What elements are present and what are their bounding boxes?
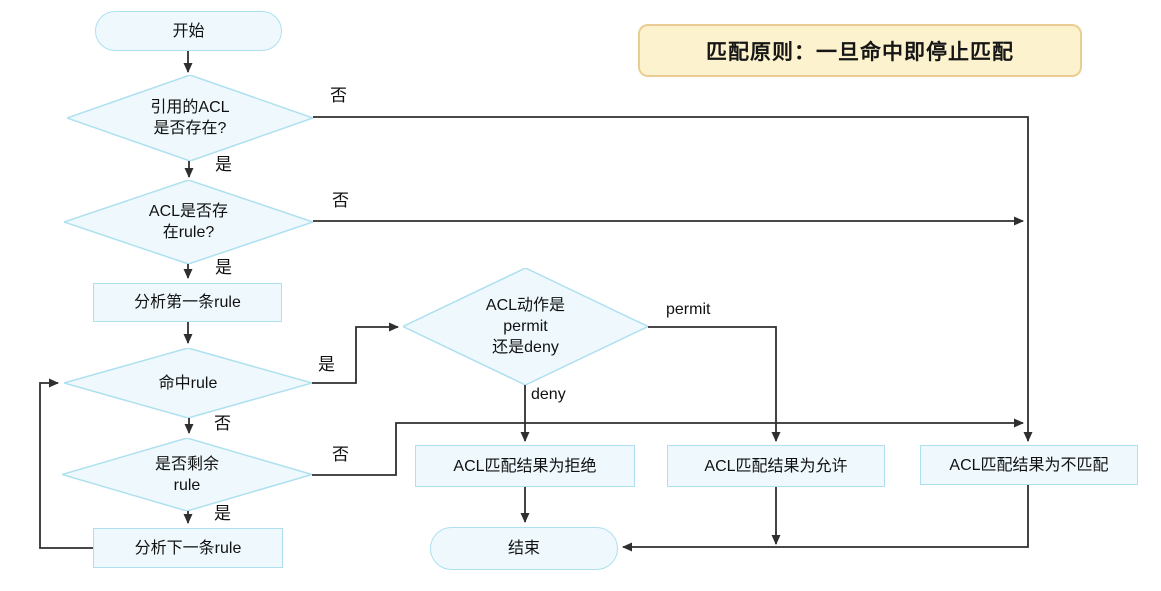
edge-d4-no-join	[312, 418, 1024, 476]
edge-r5-to-end	[622, 485, 1029, 552]
node-start: 开始	[95, 11, 282, 51]
edge-label-d2-no: 否	[332, 191, 349, 210]
node-analyze-first-rule: 分析第一条rule	[93, 283, 282, 322]
diamond-shape	[62, 438, 312, 511]
diamond-shape	[67, 75, 313, 161]
edge-label-d3-no: 否	[214, 414, 231, 433]
node-result-permit-label: ACL匹配结果为允许	[704, 457, 848, 475]
diamond-shape	[64, 348, 312, 418]
edge-r2-loop-to-d3	[39, 378, 93, 549]
principle-banner-text: 匹配原则：一旦命中即停止匹配	[706, 40, 1014, 64]
node-decision-remaining-rule: 是否剩余 rule	[62, 438, 312, 511]
node-decision-has-rule: ACL是否存 在rule?	[64, 180, 313, 264]
node-decision-has-rule-label: ACL是否存 在rule?	[148, 203, 229, 241]
edge-label-d3-yes: 是	[318, 355, 335, 374]
edge-d5-permit-to-r4	[648, 326, 781, 442]
node-decision-remaining-rule-label: 是否剩余 rule	[154, 455, 219, 494]
node-end-label: 结束	[507, 540, 540, 557]
principle-banner: 匹配原则：一旦命中即停止匹配	[638, 24, 1082, 77]
node-result-deny: ACL匹配结果为拒绝	[415, 445, 635, 487]
node-decision-acl-exists: 引用的ACL 是否存在?	[67, 75, 313, 161]
edge-label-d4-yes: 是	[214, 504, 231, 523]
edge-label-d2-yes: 是	[215, 258, 232, 277]
edge-label-d4-no: 否	[332, 445, 349, 464]
node-result-no-match-label: ACL匹配结果为不匹配	[949, 456, 1109, 474]
node-decision-acl-exists-label: 引用的ACL 是否存在?	[150, 99, 230, 137]
node-analyze-first-rule-label: 分析第一条rule	[134, 294, 241, 311]
node-result-deny-label: ACL匹配结果为拒绝	[453, 457, 597, 475]
node-decision-action-label: ACL动作是 permit 还是deny	[485, 297, 566, 356]
edge-label-d1-no: 否	[330, 86, 347, 105]
node-decision-rule-hit-label: 命中rule	[158, 374, 218, 392]
node-decision-action-permit-deny: ACL动作是 permit 还是deny	[403, 268, 648, 385]
node-start-label: 开始	[172, 22, 205, 40]
node-end: 结束	[430, 527, 618, 570]
edge-label-d1-yes: 是	[215, 155, 232, 174]
node-result-permit: ACL匹配结果为允许	[667, 445, 885, 487]
node-analyze-next-rule: 分析下一条rule	[93, 528, 283, 568]
node-decision-rule-hit: 命中rule	[64, 348, 312, 418]
edge-label-permit: permit	[666, 301, 711, 318]
node-analyze-next-rule-label: 分析下一条rule	[134, 539, 242, 557]
diamond-shape	[403, 268, 648, 385]
node-result-no-match: ACL匹配结果为不匹配	[920, 445, 1138, 485]
edge-label-deny: deny	[531, 386, 566, 403]
edge-d1-no-to-r5	[313, 116, 1033, 442]
edge-d3-yes-to-d5	[312, 322, 399, 384]
diamond-shape	[64, 180, 313, 264]
